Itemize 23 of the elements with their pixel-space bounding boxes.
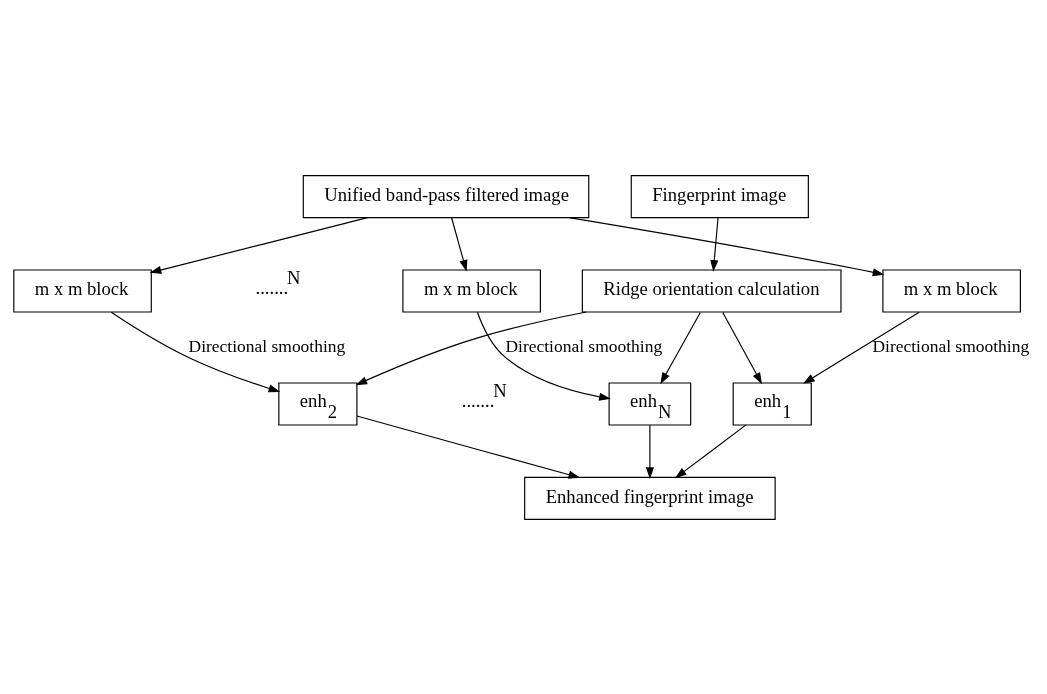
arrow [660,311,701,384]
edge-label: Directional smoothing [505,335,663,356]
arrow [355,310,587,385]
arrow [476,311,611,401]
arrow [710,216,719,272]
edge-label: Directional smoothing [188,335,346,356]
arrow [722,311,763,384]
node-box: Unified band-pass filtered image [302,174,590,218]
node-box: Fingerprint image [630,174,809,218]
arrow [802,311,920,384]
arrow [149,216,369,274]
arrow [110,311,281,392]
node-box: m x m block [882,268,1021,313]
edge-label: Directional smoothing [872,335,1030,356]
arrow [568,216,885,276]
arrow [356,414,581,479]
arrow [451,216,468,272]
arrow [645,424,654,479]
node-box: m x m block [402,268,541,313]
node-box: Ridge orientation calculation [581,268,842,313]
node-box: Enhanced fingerprint image [524,476,776,520]
node-box: m x m block [13,268,152,313]
arrow [675,424,747,478]
